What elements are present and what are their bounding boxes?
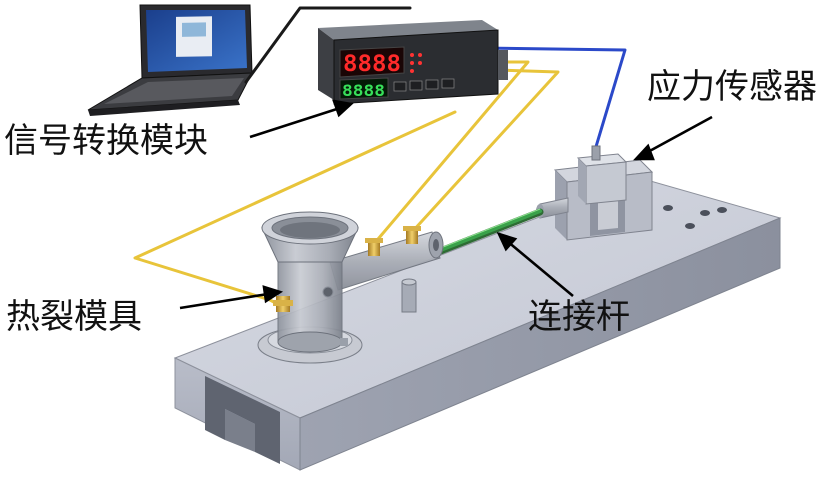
module-button bbox=[393, 81, 407, 92]
bolt-hole bbox=[717, 207, 727, 213]
module-button bbox=[425, 79, 439, 90]
hot-tear-mould bbox=[257, 211, 363, 364]
arrow-stress-sensor bbox=[645, 115, 713, 155]
module-top bbox=[318, 20, 498, 40]
wire-black bbox=[244, 6, 412, 84]
indicator-led bbox=[418, 53, 422, 57]
wire-blue bbox=[476, 46, 627, 152]
base-side-face bbox=[299, 217, 781, 471]
brass-fitting bbox=[368, 240, 380, 256]
indicator-led bbox=[418, 61, 422, 65]
signal-module: 8888 8888 bbox=[318, 20, 508, 105]
wire-yellow-3 bbox=[410, 68, 560, 234]
indicator-led bbox=[410, 69, 414, 73]
module-front bbox=[318, 28, 334, 100]
display-top-digits: 8888 bbox=[343, 52, 401, 77]
arrow-signal-module bbox=[249, 106, 341, 139]
arrow-hot-tear-mould bbox=[179, 292, 269, 310]
leader-arrows bbox=[179, 99, 713, 310]
brass-fitting bbox=[406, 228, 418, 244]
indicator-led bbox=[410, 61, 414, 65]
label-stress-sensor: 应力传感器 bbox=[647, 67, 817, 107]
bolt-hole bbox=[700, 210, 710, 216]
base-tunnel bbox=[205, 376, 280, 464]
module-terminal-block bbox=[498, 50, 508, 80]
display-bottom-digits: 8888 bbox=[342, 81, 385, 100]
display-green-panel bbox=[339, 77, 389, 100]
bolt-hole bbox=[663, 205, 673, 211]
display-red-panel bbox=[339, 46, 405, 78]
module-button bbox=[409, 80, 423, 91]
runner-pipe bbox=[329, 226, 444, 313]
indicator-led bbox=[410, 53, 414, 57]
laptop bbox=[87, 4, 253, 116]
label-signal-module: 信号转换模块 bbox=[4, 121, 208, 161]
label-connecting-rod: 连接杆 bbox=[528, 297, 630, 337]
connecting-rod bbox=[434, 208, 544, 256]
module-button bbox=[441, 78, 455, 89]
bolt-hole bbox=[685, 223, 695, 229]
label-hot-tear-mould: 热裂模具 bbox=[6, 297, 142, 337]
arrow-connecting-rod bbox=[506, 240, 574, 297]
